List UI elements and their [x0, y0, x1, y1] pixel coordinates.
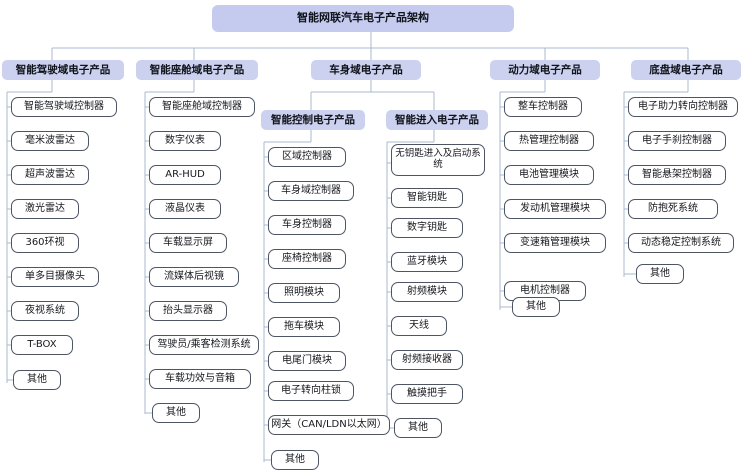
node-powertrain-2[interactable]: 电池管理模块	[504, 165, 594, 185]
branch-header-intelligent-cockpit[interactable]: 智能座舱域电子产品	[136, 60, 258, 80]
branch-header-intelligent-driving[interactable]: 智能驾驶域电子产品	[2, 60, 124, 80]
node-intelligent-control-8[interactable]: 网关（CAN/LDN以太网）	[268, 415, 390, 435]
node-powertrain-1[interactable]: 热管理控制器	[504, 131, 594, 151]
subgroup-header-intelligent-control[interactable]: 智能控制电子产品	[261, 110, 365, 130]
node-intelligent-driving-3[interactable]: 激光雷达	[11, 199, 79, 219]
node-intelligent-cockpit-9[interactable]: 其他	[152, 403, 200, 423]
root-title: 智能网联汽车电子产品架构	[212, 5, 514, 32]
node-intelligent-entry-6[interactable]: 射频接收器	[391, 350, 463, 370]
node-intelligent-entry-7[interactable]: 触摸把手	[391, 384, 463, 404]
branch-header-chassis-domain[interactable]: 底盘域电子产品	[631, 60, 741, 80]
node-intelligent-control-0[interactable]: 区域控制器	[268, 147, 346, 167]
node-intelligent-control-4[interactable]: 照明模块	[268, 283, 340, 303]
node-intelligent-entry-1[interactable]: 智能钥匙	[391, 188, 463, 208]
node-intelligent-cockpit-7[interactable]: 驾驶员/乘客检测系统	[149, 335, 259, 355]
node-intelligent-control-6[interactable]: 电尾门模块	[268, 351, 346, 371]
node-intelligent-cockpit-3[interactable]: 液晶仪表	[149, 199, 221, 219]
node-chassis-0[interactable]: 电子助力转向控制器	[628, 97, 738, 117]
node-intelligent-entry-8[interactable]: 其他	[394, 418, 442, 438]
node-chassis-5[interactable]: 其他	[636, 264, 684, 284]
node-intelligent-driving-6[interactable]: 夜视系统	[11, 301, 79, 321]
node-powertrain-6[interactable]: 其他	[512, 297, 560, 317]
node-intelligent-cockpit-0[interactable]: 智能座舱域控制器	[149, 97, 255, 117]
node-intelligent-control-2[interactable]: 车身控制器	[268, 215, 346, 235]
node-intelligent-control-1[interactable]: 车身域控制器	[268, 181, 354, 201]
node-intelligent-driving-5[interactable]: 单多目摄像头	[11, 267, 99, 287]
node-intelligent-entry-3[interactable]: 蓝牙模块	[391, 252, 463, 272]
node-intelligent-driving-1[interactable]: 毫米波雷达	[11, 131, 89, 151]
node-intelligent-cockpit-5[interactable]: 流媒体后视镜	[149, 267, 239, 287]
node-intelligent-cockpit-6[interactable]: 抬头显示器	[149, 301, 227, 321]
node-intelligent-entry-0[interactable]: 无钥匙进入及启动系统	[391, 144, 485, 176]
node-intelligent-entry-2[interactable]: 数字钥匙	[391, 218, 463, 238]
node-intelligent-cockpit-4[interactable]: 车载显示屏	[149, 233, 227, 253]
node-powertrain-3[interactable]: 发动机管理模块	[504, 199, 606, 219]
node-chassis-1[interactable]: 电子手刹控制器	[628, 131, 726, 151]
node-intelligent-driving-2[interactable]: 超声波雷达	[11, 165, 89, 185]
node-intelligent-entry-5[interactable]: 天线	[391, 316, 447, 336]
node-intelligent-entry-4[interactable]: 射频模块	[391, 282, 463, 302]
node-intelligent-driving-4[interactable]: 360环视	[11, 233, 79, 253]
node-intelligent-driving-7[interactable]: T-BOX	[11, 335, 73, 355]
node-intelligent-cockpit-2[interactable]: AR-HUD	[149, 165, 221, 185]
node-intelligent-control-7[interactable]: 电子转向柱锁	[268, 381, 354, 401]
branch-header-body-domain[interactable]: 车身域电子产品	[311, 60, 421, 80]
node-intelligent-driving-0[interactable]: 智能驾驶域控制器	[11, 97, 117, 117]
node-intelligent-control-9[interactable]: 其他	[271, 450, 319, 470]
node-chassis-3[interactable]: 防抱死系统	[628, 199, 718, 219]
node-intelligent-driving-8[interactable]: 其他	[13, 370, 61, 390]
subgroup-header-intelligent-entry[interactable]: 智能进入电子产品	[386, 110, 488, 130]
node-chassis-4[interactable]: 动态稳定控制系统	[628, 233, 734, 253]
node-intelligent-control-3[interactable]: 座椅控制器	[268, 249, 346, 269]
node-powertrain-0[interactable]: 整车控制器	[504, 97, 582, 117]
node-intelligent-cockpit-1[interactable]: 数字仪表	[149, 131, 221, 151]
node-intelligent-cockpit-8[interactable]: 车载功效与音箱	[149, 369, 251, 389]
node-intelligent-control-5[interactable]: 拖车模块	[268, 317, 340, 337]
node-chassis-2[interactable]: 智能悬架控制器	[628, 165, 726, 185]
branch-header-powertrain-domain[interactable]: 动力域电子产品	[490, 60, 600, 80]
node-powertrain-4[interactable]: 变速箱管理模块	[504, 233, 606, 253]
